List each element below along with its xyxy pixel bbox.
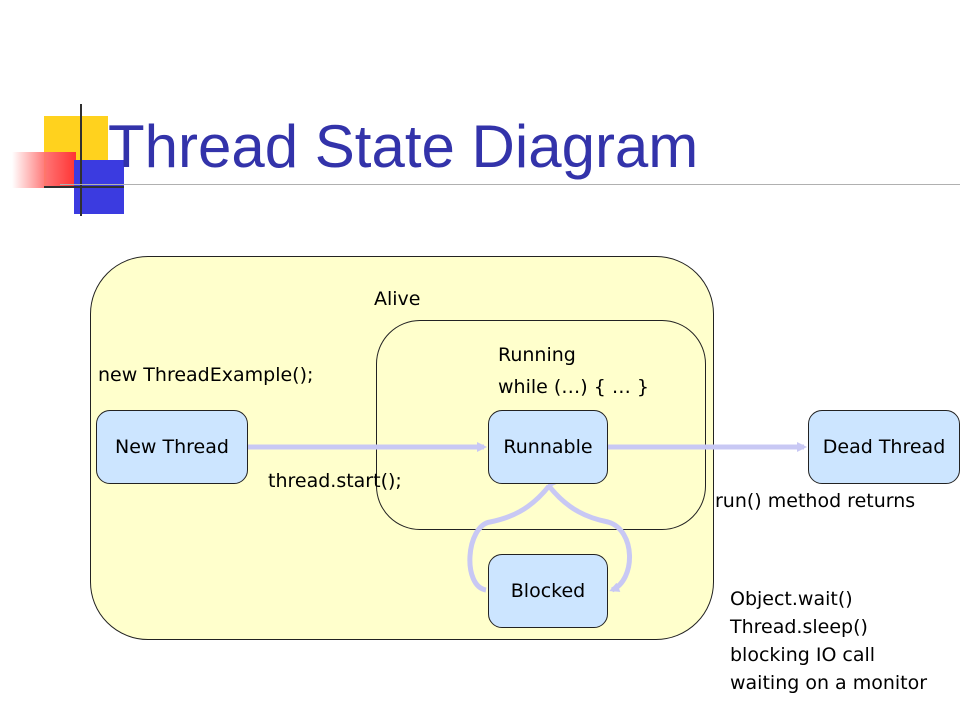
decoration-horizontal-line (44, 186, 124, 188)
arrow-blocked-cycle (467, 477, 558, 593)
alive-label: Alive (374, 288, 421, 310)
running-label: Running (498, 344, 576, 366)
running-code-label: while (…) { … } (498, 376, 649, 398)
create-transition-label: new ThreadExample(); (98, 364, 314, 386)
block-reason-item: blocking IO call (730, 644, 876, 666)
decoration-vertical-line (80, 104, 82, 216)
blocked-state: Blocked (488, 554, 608, 628)
block-reason-item: Thread.sleep() (730, 616, 868, 638)
decoration-red-bar (12, 152, 76, 188)
block-reason-item: Object.wait() (730, 588, 853, 610)
dead-thread-label: Dead Thread (822, 436, 946, 458)
arrow-blocked-return (547, 484, 632, 593)
block-reason-item: waiting on a monitor (730, 672, 928, 694)
blocked-label: Blocked (510, 580, 586, 602)
title-underline (60, 184, 960, 185)
dead-thread-state: Dead Thread (808, 410, 960, 484)
runnable-state: Runnable (488, 410, 608, 484)
runnable-label: Runnable (503, 436, 593, 458)
start-transition-label: thread.start(); (268, 470, 402, 492)
slide-title: Thread State Diagram (108, 113, 699, 180)
new-thread-label: New Thread (115, 436, 229, 458)
finish-transition-label: run() method returns (715, 490, 916, 512)
new-thread-state: New Thread (96, 410, 248, 484)
